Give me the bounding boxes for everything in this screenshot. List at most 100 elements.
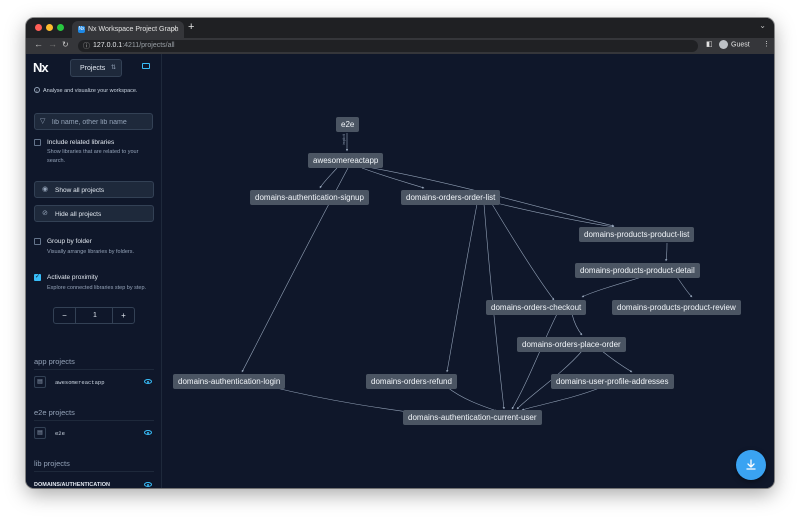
url-text: 127.0.0.1:4211/projects/all bbox=[93, 42, 175, 49]
include-related-desc: Show libraries that are related to your … bbox=[47, 149, 139, 164]
include-related-title: Include related libraries bbox=[47, 139, 115, 146]
activate-proximity-desc: Explore connected libraries step by step… bbox=[47, 285, 147, 291]
view-select[interactable]: Projects ⇅ bbox=[70, 59, 122, 77]
show-all-label: Show all projects bbox=[55, 187, 105, 194]
edge-app-productlist bbox=[366, 166, 615, 227]
avatar bbox=[719, 40, 728, 49]
tab-title: Nx Workspace Project Graph bbox=[88, 26, 179, 33]
eye-icon[interactable] bbox=[144, 430, 152, 435]
url-path: :4211/projects/all bbox=[122, 42, 175, 49]
include-related-checkbox[interactable] bbox=[34, 139, 41, 146]
e2e-projects-heading: e2e projects bbox=[34, 408, 75, 417]
edge-productlist-productdetail bbox=[665, 242, 668, 262]
proximity-value[interactable]: 1 bbox=[93, 312, 97, 319]
chevron-up-down-icon: ⇅ bbox=[110, 65, 116, 71]
download-button[interactable] bbox=[736, 450, 766, 480]
tab-search-chevron-icon[interactable]: ⌄ bbox=[759, 21, 766, 30]
node-domains-user-profile-addresses[interactable]: domains-user-profile-addresses bbox=[551, 374, 674, 389]
proximity-stepper: − 1 + bbox=[53, 307, 135, 324]
lib-projects-heading: lib projects bbox=[34, 459, 70, 468]
edge-orderlist-currentuser bbox=[483, 203, 505, 410]
eye-icon[interactable] bbox=[144, 482, 152, 487]
edge-addresses-currentuser bbox=[521, 386, 603, 411]
group-by-folder-title: Group by folder bbox=[47, 238, 92, 245]
new-tab-button[interactable]: + bbox=[188, 21, 195, 33]
edge-placeorder-currentuser bbox=[516, 350, 583, 410]
project-graph[interactable]: implicit e2e awesomereactapp domains-aut… bbox=[162, 54, 774, 488]
browser-toolbar: ← → ↻ ⓘ 127.0.0.1:4211/projects/all ◧ Gu… bbox=[26, 38, 774, 54]
decrement-button[interactable]: − bbox=[54, 308, 76, 323]
back-arrow-icon[interactable]: ← bbox=[34, 39, 43, 49]
divider bbox=[34, 471, 154, 472]
forward-arrow-icon[interactable]: → bbox=[48, 39, 57, 49]
edge-orderlist-productlist bbox=[491, 201, 615, 228]
sidebar-toggle-icon[interactable]: ◧ bbox=[706, 41, 713, 48]
show-all-projects-button[interactable]: ◉ Show all projects bbox=[34, 181, 154, 198]
project-name[interactable]: e2e bbox=[55, 430, 65, 437]
download-icon bbox=[746, 459, 756, 470]
eye-icon: ◉ bbox=[42, 186, 49, 193]
node-domains-products-product-review[interactable]: domains-products-product-review bbox=[612, 300, 741, 315]
info-icon: i bbox=[34, 87, 40, 93]
search-input[interactable] bbox=[52, 116, 148, 128]
activate-proximity-checkbox[interactable]: ✓ bbox=[34, 274, 41, 281]
edge-placeorder-addresses bbox=[601, 350, 633, 373]
monitor-icon[interactable] bbox=[142, 63, 150, 69]
node-e2e[interactable]: e2e bbox=[336, 117, 360, 132]
node-domains-orders-place-order[interactable]: domains-orders-place-order bbox=[517, 337, 626, 352]
info-text: Analyse and visualize your workspace. bbox=[43, 88, 138, 94]
node-domains-authentication-current-user[interactable]: domains-authentication-current-user bbox=[403, 410, 542, 425]
node-domains-products-product-detail[interactable]: domains-products-product-detail bbox=[575, 263, 700, 278]
graph-edges: implicit bbox=[241, 133, 693, 416]
node-domains-authentication-login[interactable]: domains-authentication-login bbox=[173, 374, 286, 389]
file-icon: ▤ bbox=[34, 376, 46, 388]
close-tab-icon[interactable]: ✕ bbox=[171, 25, 178, 34]
eye-icon[interactable] bbox=[144, 379, 152, 384]
address-bar[interactable]: ⓘ 127.0.0.1:4211/projects/all bbox=[78, 40, 698, 52]
group-by-folder-checkbox[interactable] bbox=[34, 238, 41, 245]
edge-checkout-placeorder bbox=[571, 313, 583, 336]
project-name[interactable]: awesomereactapp bbox=[55, 379, 105, 386]
maximize-window-button[interactable] bbox=[57, 24, 64, 31]
site-info-icon[interactable]: ⓘ bbox=[83, 43, 90, 50]
edge-productdetail-review bbox=[676, 276, 693, 298]
browser-menu-icon[interactable]: ⋮ bbox=[763, 41, 770, 48]
node-domains-products-product-list[interactable]: domains-products-product-list bbox=[579, 227, 695, 242]
edge-orderlist-refund bbox=[446, 203, 478, 373]
node-domains-authentication-signup[interactable]: domains-authentication-signup bbox=[250, 190, 369, 205]
search-box[interactable]: ▽ bbox=[34, 113, 153, 130]
node-domains-orders-refund[interactable]: domains-orders-refund bbox=[366, 374, 457, 389]
close-window-button[interactable] bbox=[35, 24, 42, 31]
nx-favicon-icon: Nx bbox=[78, 26, 85, 33]
divider bbox=[34, 420, 154, 421]
eye-off-icon: ⊘ bbox=[42, 210, 48, 217]
hide-all-projects-button[interactable]: ⊘ Hide all projects bbox=[34, 205, 154, 222]
node-domains-orders-order-list[interactable]: domains-orders-order-list bbox=[401, 190, 501, 205]
view-select-value: Projects bbox=[80, 65, 106, 72]
edge-app-orderlist bbox=[361, 167, 425, 189]
group-by-folder-desc: Visually arrange libraries by folders. bbox=[47, 249, 135, 255]
app-projects-heading: app projects bbox=[34, 357, 75, 366]
reload-icon[interactable]: ↻ bbox=[62, 40, 69, 49]
profile-name: Guest bbox=[731, 41, 750, 49]
browser-tab[interactable]: Nx Nx Workspace Project Graph ✕ bbox=[72, 21, 184, 38]
url-host: 127.0.0.1 bbox=[93, 42, 123, 49]
filter-icon: ▽ bbox=[40, 118, 46, 125]
edge-label: implicit bbox=[342, 134, 346, 145]
edge-app-signup bbox=[319, 167, 338, 189]
edge-orderlist-checkout bbox=[491, 203, 555, 301]
node-awesomereactapp[interactable]: awesomereactapp bbox=[308, 153, 384, 168]
hide-all-label: Hide all projects bbox=[55, 211, 102, 218]
increment-button[interactable]: + bbox=[112, 308, 134, 323]
profile-button[interactable]: Guest bbox=[719, 40, 750, 49]
nx-logo: Nx bbox=[33, 60, 49, 75]
browser-window: Nx Nx Workspace Project Graph ✕ + ⌄ ← → … bbox=[26, 18, 774, 488]
node-domains-orders-checkout[interactable]: domains-orders-checkout bbox=[486, 300, 587, 315]
minimize-window-button[interactable] bbox=[46, 24, 53, 31]
divider bbox=[34, 369, 154, 370]
edge-productdetail-checkout bbox=[581, 276, 643, 298]
file-icon: ▤ bbox=[34, 427, 46, 439]
